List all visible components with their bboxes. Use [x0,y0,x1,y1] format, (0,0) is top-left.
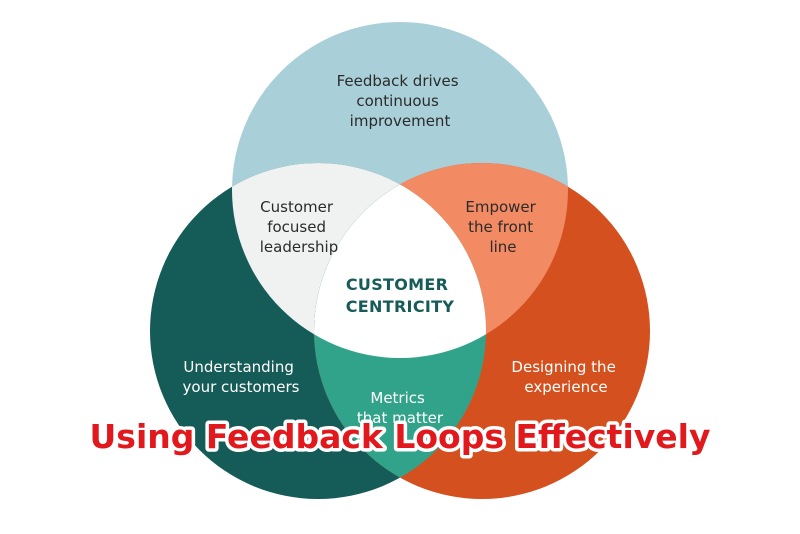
top-left-overlap-label: Customer focused leadership [260,198,339,256]
top-right-overlap-label: Empower the front line [465,198,540,256]
center-overlap [314,163,486,358]
caption-title: Using Feedback Loops Effectively [90,417,711,456]
right-region-label: Designing the experience [511,358,620,396]
top-region-label: Feedback drives continuous improvement [337,72,464,130]
bottom-overlap-label: Metrics that matter [357,389,444,427]
center-label: CUSTOMER CENTRICITY [346,275,455,316]
left-region-label: Understanding your customers [183,358,300,396]
